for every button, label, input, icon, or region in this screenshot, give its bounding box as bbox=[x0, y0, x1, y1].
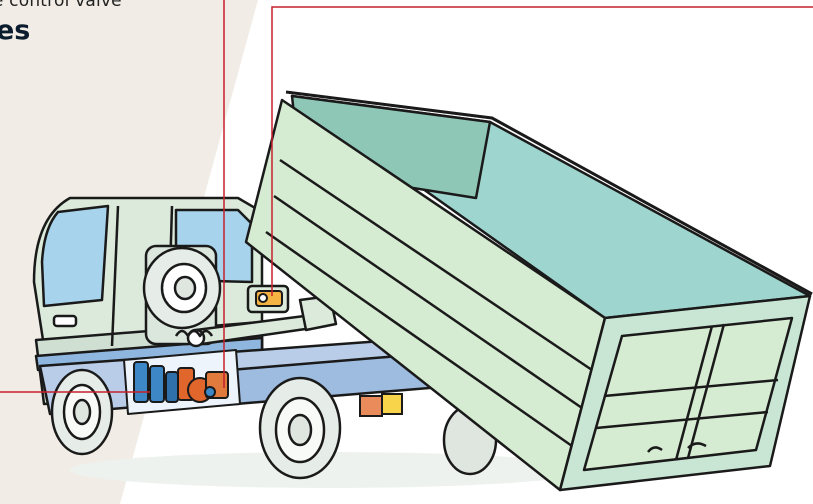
front-wheel bbox=[52, 370, 112, 454]
hydraulic-unit bbox=[124, 350, 240, 414]
control-valve bbox=[256, 291, 282, 306]
callout-heading: es bbox=[0, 15, 30, 46]
callout-subtitle: le control valve bbox=[0, 0, 122, 11]
tail-lights bbox=[360, 394, 402, 416]
